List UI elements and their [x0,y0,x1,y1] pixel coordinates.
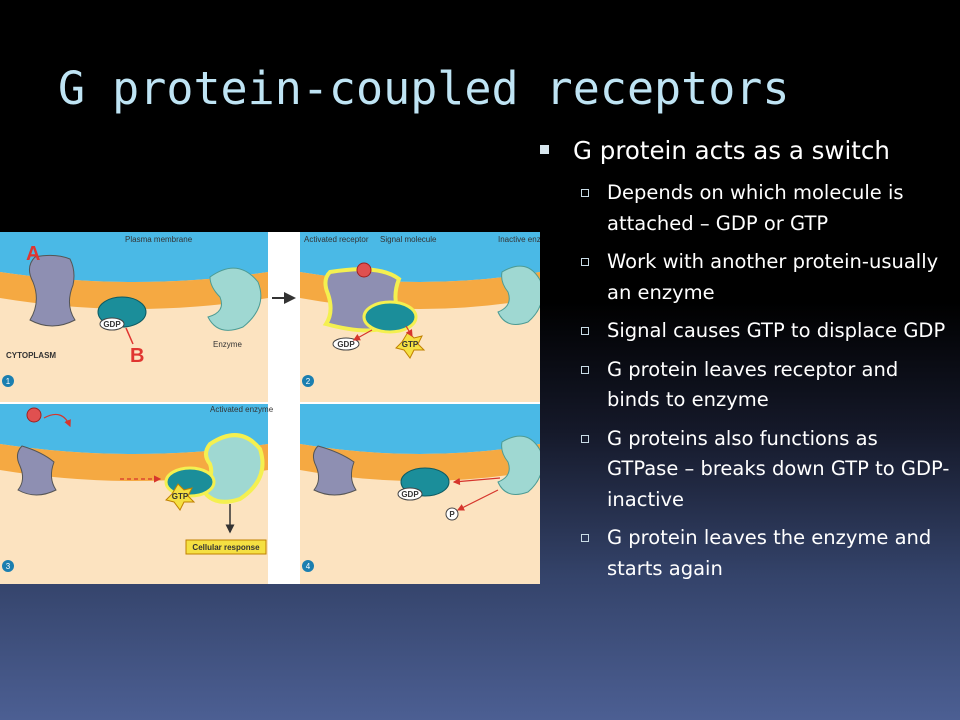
plasma-membrane-label: Plasma membrane [125,235,193,244]
step-marker [302,560,314,572]
sub-bullet-list: Depends on which molecule is attached – … [540,178,950,584]
hollow-square-bullet-icon [581,258,589,266]
panel-2: GDP GTP Activated receptor Signal molecu… [300,232,540,402]
phosphate-shape [445,507,459,521]
activated-enzyme-shape [197,433,265,504]
hollow-square-bullet-icon [581,534,589,542]
g-protein-shape [362,300,418,334]
sub-bullet-text: Work with another protein-usually an enz… [607,250,939,304]
activated-enzyme-label: Activated enzyme [210,405,274,414]
cytoplasm-label: CYTOPLASM [6,351,56,360]
phosphate-label: P [449,510,455,519]
enzyme-shape [207,267,262,331]
letter-a-label: A [26,243,40,265]
step-number: 3 [6,562,11,571]
cellular-response-label: Cellular response [192,543,260,552]
sub-bullet-text: G protein leaves the enzyme and starts a… [607,526,932,580]
step-marker [2,560,14,572]
panel-3: GTP Cellular response Activated enzyme 3 [0,404,274,584]
gdp-release-arrow [352,329,373,341]
signal-molecule-label: Signal molecule [380,235,437,244]
inactive-enzyme-label: Inactive enzyme [498,235,540,244]
sub-bullet-text: G protein leaves receptor and binds to e… [607,357,899,412]
main-bullet-text: G protein acts as a switch [573,136,890,165]
bullet-list: G protein acts as a switch Depends on wh… [540,132,950,592]
sub-bullet-text: Signal causes GTP to displace GDP [607,319,946,342]
extracellular-region [300,404,540,454]
gdp-label: GDP [401,490,419,499]
gdp-tag [332,337,360,351]
hollow-square-bullet-icon [581,327,589,335]
sub-bullet-text: G proteins also functions as GTPase – br… [607,426,950,511]
sub-bullet: G protein leaves receptor and binds to e… [540,355,950,416]
square-bullet-icon [540,145,549,154]
step-number: 2 [306,377,311,386]
hollow-square-bullet-icon [581,365,589,374]
phosphate-release-arrow [456,489,499,511]
gdp-label: GDP [103,320,121,329]
gtp-burst [395,331,426,359]
enzyme-shape [497,435,540,495]
step-number: 4 [306,562,311,571]
step-marker [302,375,314,387]
g-protein-cycle-diagram: GDP A B Plasma membrane Enzyme CYTOPLASM… [0,232,540,584]
panel-1: GDP A B Plasma membrane Enzyme CYTOPLASM… [0,232,268,402]
receptor-shape [312,445,357,496]
receptor-shape [29,254,76,327]
inactive-enzyme-shape [497,265,540,325]
sub-bullet: Work with another protein-usually an enz… [540,247,950,308]
gdp-tag [99,317,125,331]
hollow-square-bullet-icon [581,189,589,197]
receptor-shape [16,445,57,496]
gtp-burst [165,483,196,511]
gdp-tag [397,487,423,501]
g-protein-return-arrow [452,477,501,486]
cellular-response-box [185,539,267,555]
sub-bullet: G protein leaves the enzyme and starts a… [540,523,950,584]
gdp-label: GDP [337,340,355,349]
panel-4: GDP P 4 [300,404,540,584]
gtp-label: GTP [172,492,189,501]
pointer-b [125,327,134,345]
sub-bullet-text: Depends on which molecule is attached – … [607,181,904,235]
letter-b-label: B [130,345,144,367]
step-marker [2,375,14,387]
gtp-entry-arrow [405,325,413,338]
sub-bullet: G proteins also functions as GTPase – br… [540,424,950,516]
extracellular-region [0,404,268,454]
enzyme-label: Enzyme [213,340,242,349]
slide-title: G protein-coupled receptors [58,62,790,115]
sub-bullet: Signal causes GTP to displace GDP [540,316,950,347]
signal-molecule-shape [26,407,42,423]
gtp-label: GTP [402,340,419,349]
sub-bullet: Depends on which molecule is attached – … [540,178,950,239]
hollow-square-bullet-icon [581,434,589,443]
step-number: 1 [6,377,11,386]
activated-receptor-label: Activated receptor [304,235,369,244]
g-protein-cycle-figure: GDP A B Plasma membrane Enzyme CYTOPLASM… [0,232,540,584]
signal-molecule-shape [356,262,372,278]
plasma-membrane [300,444,540,481]
main-bullet: G protein acts as a switch [540,132,950,170]
signal-release-arrow [43,413,71,428]
